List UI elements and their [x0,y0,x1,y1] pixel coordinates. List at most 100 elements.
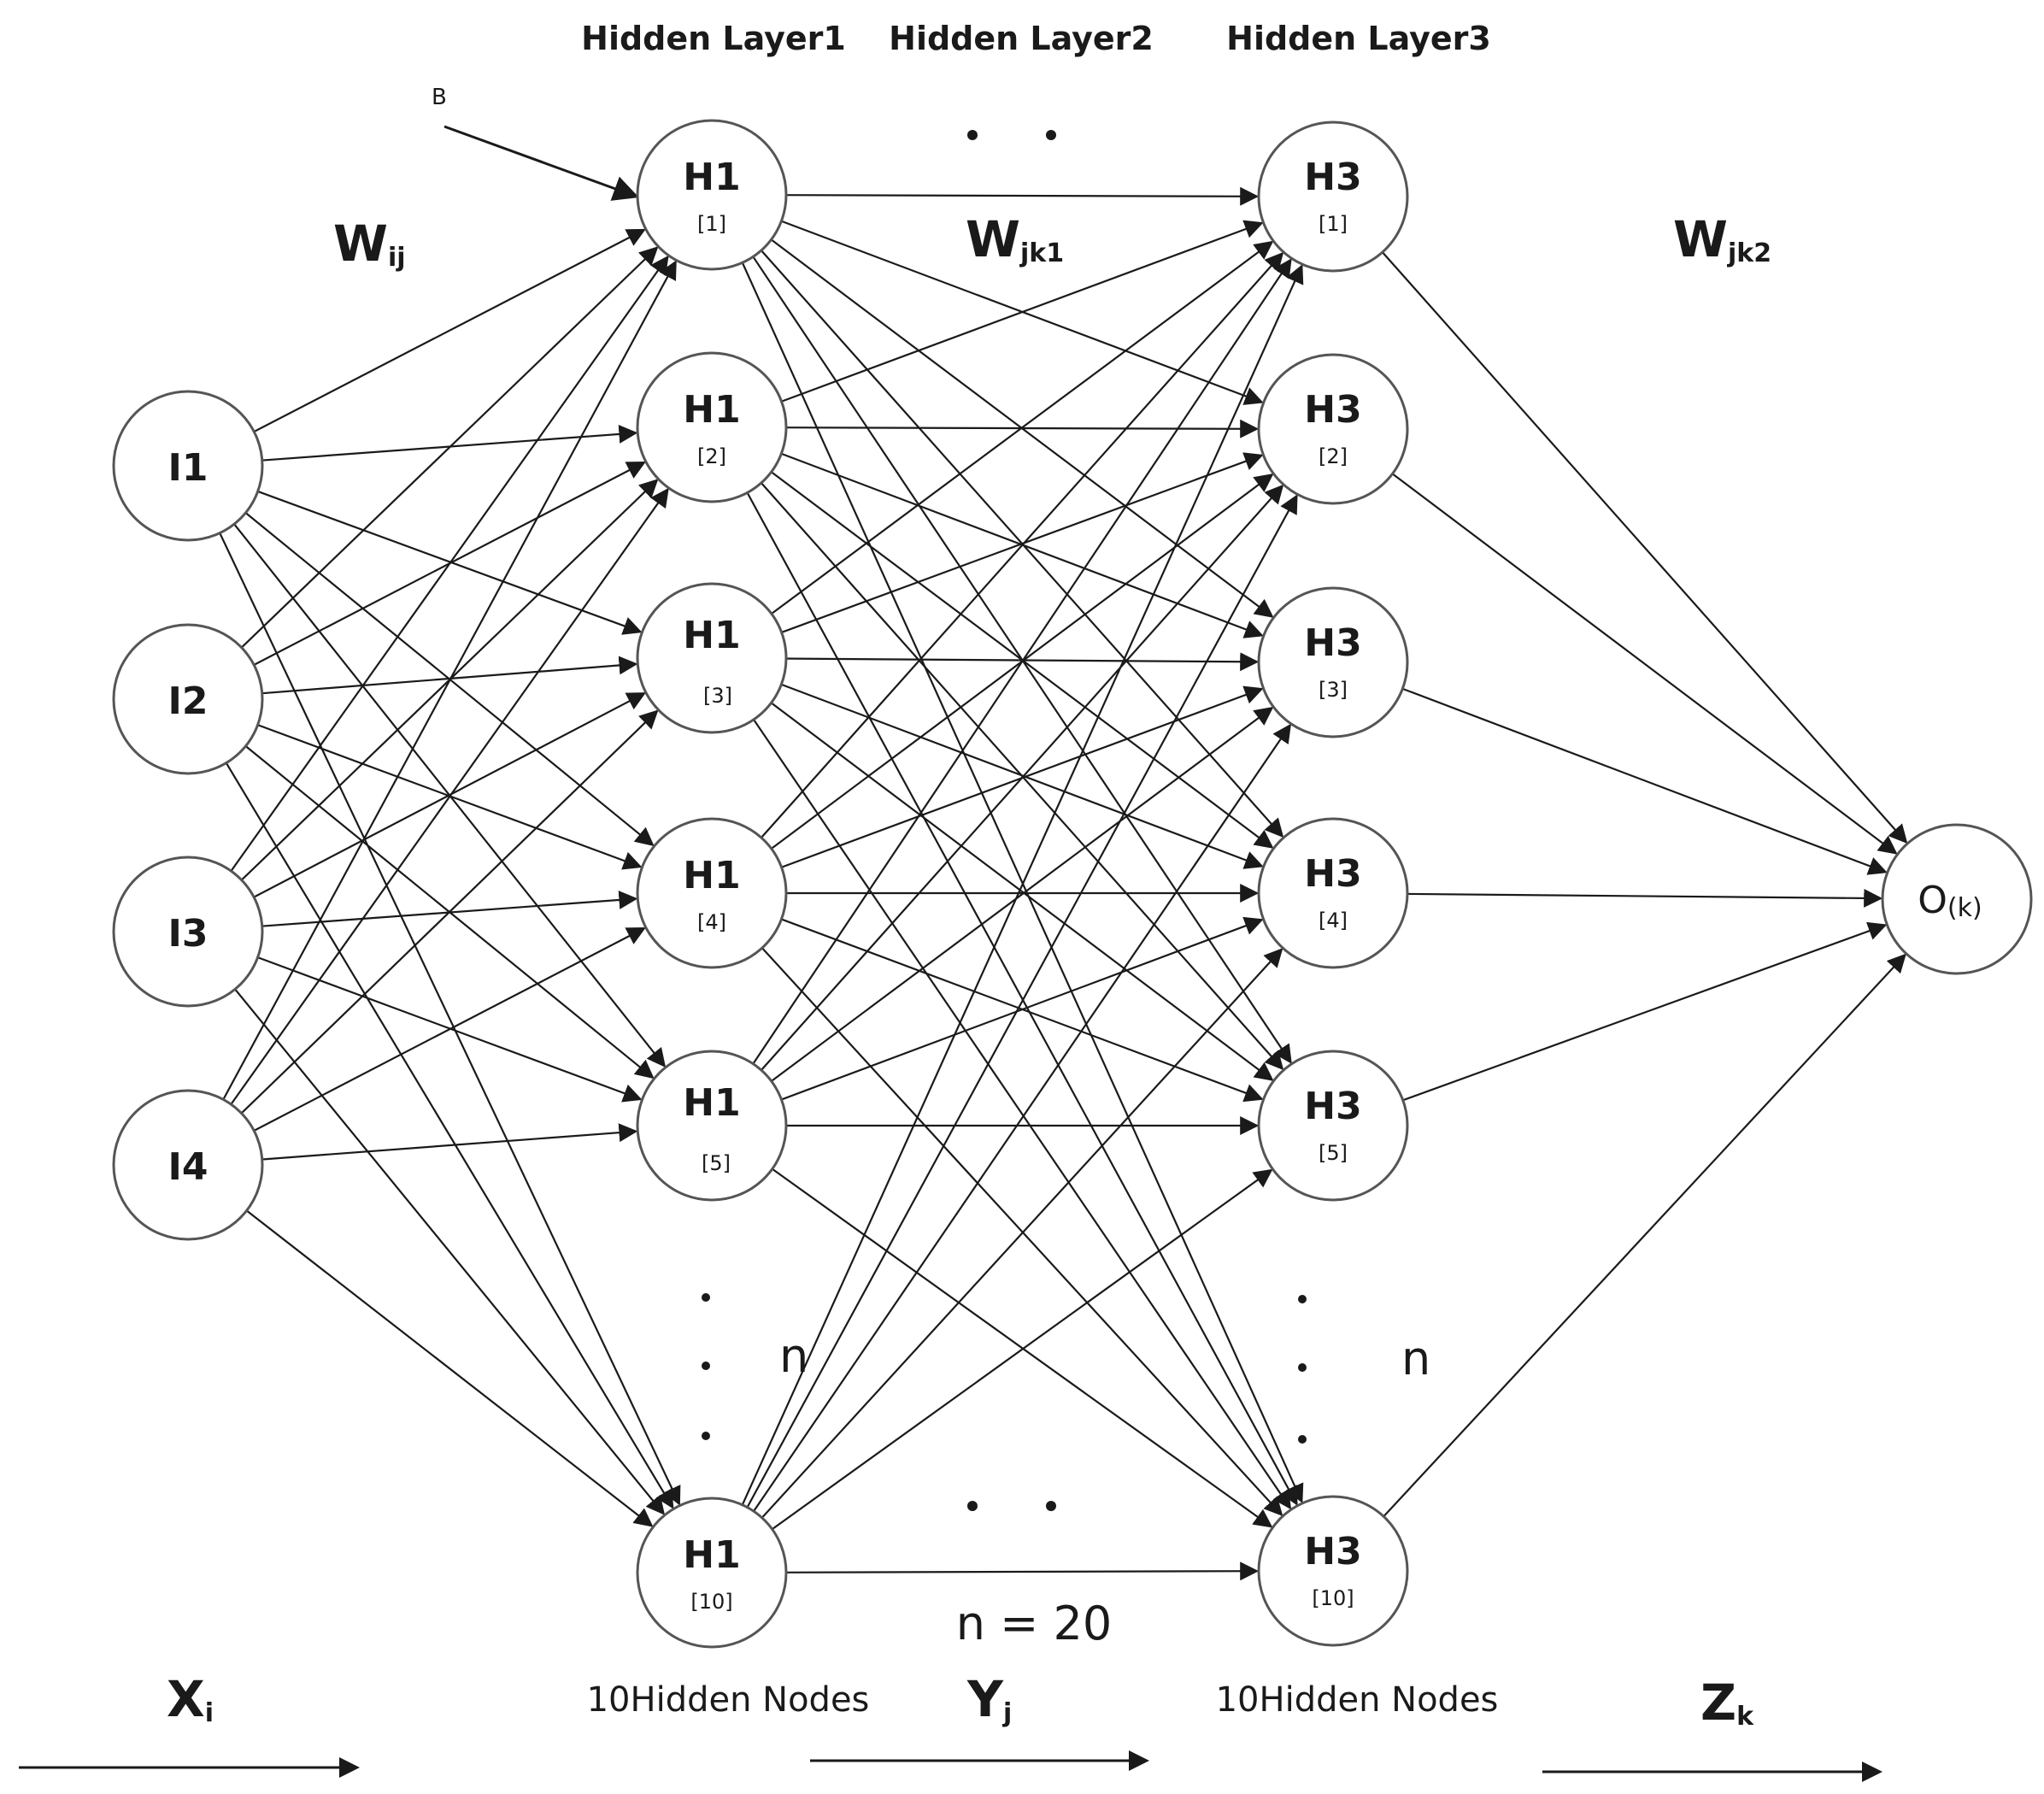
edge-input2-hidden1-2 [247,461,646,669]
hidden-nodes-caption-1: 10Hidden Nodes [587,1680,870,1720]
edge-hidden1-5-hidden3-1 [748,258,1292,1070]
edge-hidden3-2-output [1386,468,1898,855]
hidden-nodes-caption-2: 10Hidden Nodes [1216,1680,1499,1720]
edge-input1-hidden1-6 [215,526,681,1506]
edge-input4-hidden1-4 [247,926,646,1135]
svg-text:H3: H3 [1304,1530,1361,1573]
edge-hidden1-2-hidden3-6 [743,485,1298,1506]
ellipsis-hidden3 [1298,1295,1307,1444]
edge-hidden1-4-hidden3-3 [774,685,1264,871]
edge-hidden1-1-hidden3-2 [774,217,1264,405]
edge-hidden1-6-hidden3-5 [766,1168,1273,1534]
hidden1-node-1: H1 [1] [636,119,788,271]
svg-text:I1: I1 [168,446,209,490]
edge-hidden1-6-hidden3-1 [738,264,1304,1512]
edge-input1-hidden1-5 [229,518,667,1068]
svg-text:I2: I2 [168,679,209,723]
svg-text:H3: H3 [1304,1085,1361,1128]
edge-hidden1-5-hidden3-3 [765,706,1274,1086]
hidden1-node-3: H1 [3] [636,582,788,734]
edge-hidden1-6-hidden3-2 [743,494,1298,1515]
edge-hidden1-1-hidden3-4 [755,244,1284,838]
edge-input3-hidden1-4 [255,890,638,928]
edge-input2-hidden1-4 [250,721,643,870]
weight-wij-label: Wij [333,215,406,273]
edge-hidden1-2-hidden3-3 [774,450,1264,638]
svg-text:H1: H1 [683,156,740,199]
n-label-left: n [779,1329,808,1383]
var-x-label: Xi [167,1670,214,1728]
edge-input4-hidden1-2 [226,487,669,1111]
edge-hidden1-4-hidden3-1 [755,251,1284,844]
svg-text:[3]: [3] [703,684,732,708]
ellipsis-bottom [967,1501,1056,1511]
hidden3-node-1: H3 [1] [1257,121,1409,273]
svg-text:I3: I3 [168,912,209,956]
edge-hidden1-2-hidden3-5 [755,477,1284,1071]
ellipsis-top [967,130,1056,140]
edge-hidden1-2-hidden3-2 [778,419,1260,438]
edge-input4-hidden1-3 [236,709,659,1119]
edge-hidden3-6-output [1377,953,1906,1522]
svg-text:H1: H1 [683,614,740,657]
svg-text:O(k): O(k) [1918,879,1982,923]
edge-hidden1-5-hidden3-6 [766,1164,1273,1528]
edge-hidden1-3-hidden3-5 [765,697,1274,1081]
edge-hidden1-4-hidden3-6 [756,942,1283,1517]
svg-text:[10]: [10] [690,1590,732,1614]
svg-text:[2]: [2] [1319,444,1348,468]
edge-input3-hidden1-5 [250,954,643,1103]
svg-text:[1]: [1] [697,212,726,236]
edge-input1-hidden1-4 [239,508,655,847]
input-node-2: I2 [112,623,264,775]
edge-hidden1-3-hidden3-3 [778,652,1260,672]
edge-hidden1-1-hidden3-6 [738,256,1304,1503]
edge-input4-hidden1-1 [219,260,677,1107]
edge-input3-hidden1-2 [236,479,659,885]
edge-hidden1-3-hidden3-6 [749,713,1292,1510]
edge-hidden3-1-output [1377,246,1908,844]
hidden3-node-10: H3 [10] [1257,1495,1409,1647]
edge-input4-hidden1-6 [240,1205,654,1527]
edge-input3-hidden1-3 [247,692,647,902]
hidden3-node-2: H3 [2] [1257,353,1409,505]
edge-hidden1-5-hidden3-4 [774,916,1264,1103]
hidden-layer-2-title: Hidden Layer2 [889,20,1154,57]
edge-hidden3-3-output [1395,685,1888,875]
svg-text:[10]: [10] [1312,1586,1354,1610]
svg-text:I4: I4 [168,1145,209,1189]
bias-arrow [443,125,639,201]
edge-input2-hidden1-3 [255,656,638,695]
edge-input1-hidden1-3 [250,488,643,635]
n-total-label: n = 20 [956,1597,1113,1650]
svg-text:H1: H1 [683,1533,740,1577]
hidden-layer-1-title: Hidden Layer1 [581,20,846,57]
hidden1-node-5: H1 [5] [636,1050,788,1202]
input-node-1: I1 [112,390,264,542]
weight-wjk2-label: Wjk2 [1673,210,1771,268]
edge-hidden3-4-output [1400,888,1883,908]
var-z-label: Zk [1700,1673,1754,1732]
edge-hidden1-3-hidden3-2 [774,452,1264,636]
hidden1-node-4: H1 [4] [636,817,788,969]
n-label-right: n [1401,1332,1430,1385]
edge-hidden1-3-hidden3-4 [774,680,1264,869]
svg-text:H1: H1 [683,388,740,432]
edge-hidden3-5-output [1395,921,1888,1104]
hidden3-node-4: H3 [4] [1257,817,1409,969]
edge-input2-hidden1-1 [236,246,659,653]
svg-text:H3: H3 [1304,852,1361,896]
edge-input2-hidden1-6 [221,756,674,1509]
edge-hidden1-1-hidden3-1 [778,186,1260,206]
svg-text:[4]: [4] [1319,909,1348,932]
edge-hidden1-2-hidden3-4 [765,467,1274,849]
svg-text:H1: H1 [683,1081,740,1125]
edge-input3-hidden1-1 [226,255,669,878]
svg-text:H3: H3 [1304,388,1361,432]
ellipsis-hidden1 [702,1293,710,1440]
edge-hidden1-2-hidden3-1 [774,220,1264,405]
svg-text:H3: H3 [1304,621,1361,665]
svg-text:[5]: [5] [1319,1141,1348,1165]
output-node: O(k) [1881,823,2033,975]
